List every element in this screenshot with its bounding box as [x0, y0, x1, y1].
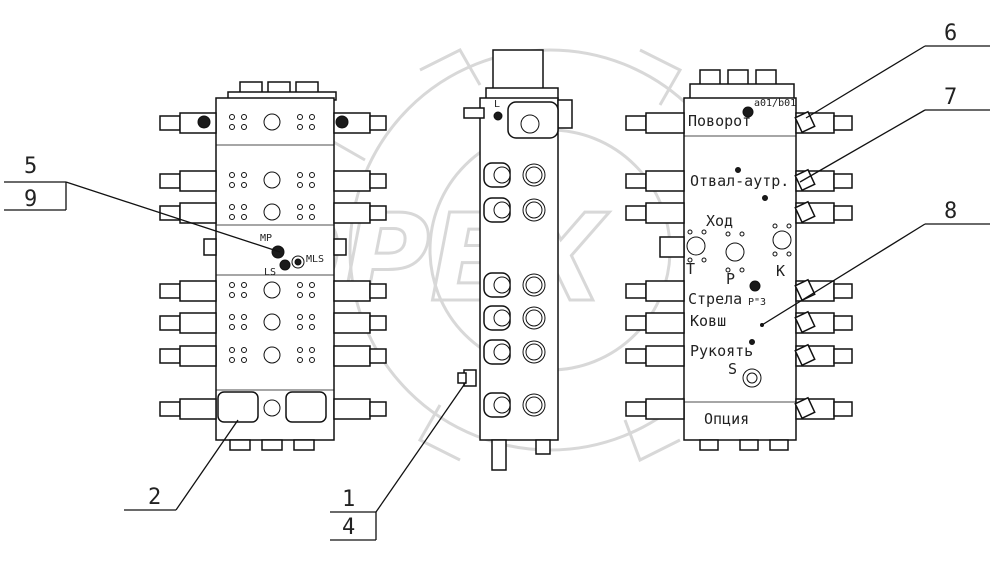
middle-valve-view: L — [457, 49, 573, 471]
callout-6: 6 — [944, 21, 957, 46]
callout-8: 8 — [944, 199, 957, 224]
mp-label: MP — [260, 233, 272, 244]
left-valve-view: MP LS MLS — [159, 81, 387, 451]
boom-label: Стрела — [688, 290, 742, 308]
t-label: T — [686, 260, 695, 278]
swing-label: Поворот — [688, 112, 751, 130]
callout-4: 4 — [342, 515, 355, 540]
callout-5: 5 — [24, 154, 37, 179]
option-label: Опция — [704, 410, 749, 428]
k-label: K — [776, 262, 785, 280]
arm-label: Рукоять — [690, 342, 753, 360]
callouts: 6 7 8 5 9 2 1 4 — [4, 21, 990, 541]
callout-7: 7 — [944, 85, 957, 110]
blade-label: Отвал-аутр. — [690, 172, 789, 190]
p3-label: P"3 — [748, 297, 766, 308]
bucket-label: Ковш — [690, 312, 726, 330]
callout-1: 1 — [342, 487, 355, 512]
callout-2: 2 — [148, 485, 161, 510]
s-label: S — [728, 360, 737, 378]
mls-label: MLS — [306, 254, 324, 265]
right-valve-view: a01/b01 Поворот Отвал-аутр. Ход T P K Ст… — [625, 69, 853, 451]
ls-label: LS — [264, 267, 276, 278]
callout-9: 9 — [24, 187, 37, 212]
p-label: P — [726, 270, 735, 288]
l-port-label: L — [494, 99, 500, 110]
travel-label: Ход — [706, 212, 733, 230]
ls-port — [279, 259, 291, 271]
port-code-label: a01/b01 — [754, 98, 796, 109]
